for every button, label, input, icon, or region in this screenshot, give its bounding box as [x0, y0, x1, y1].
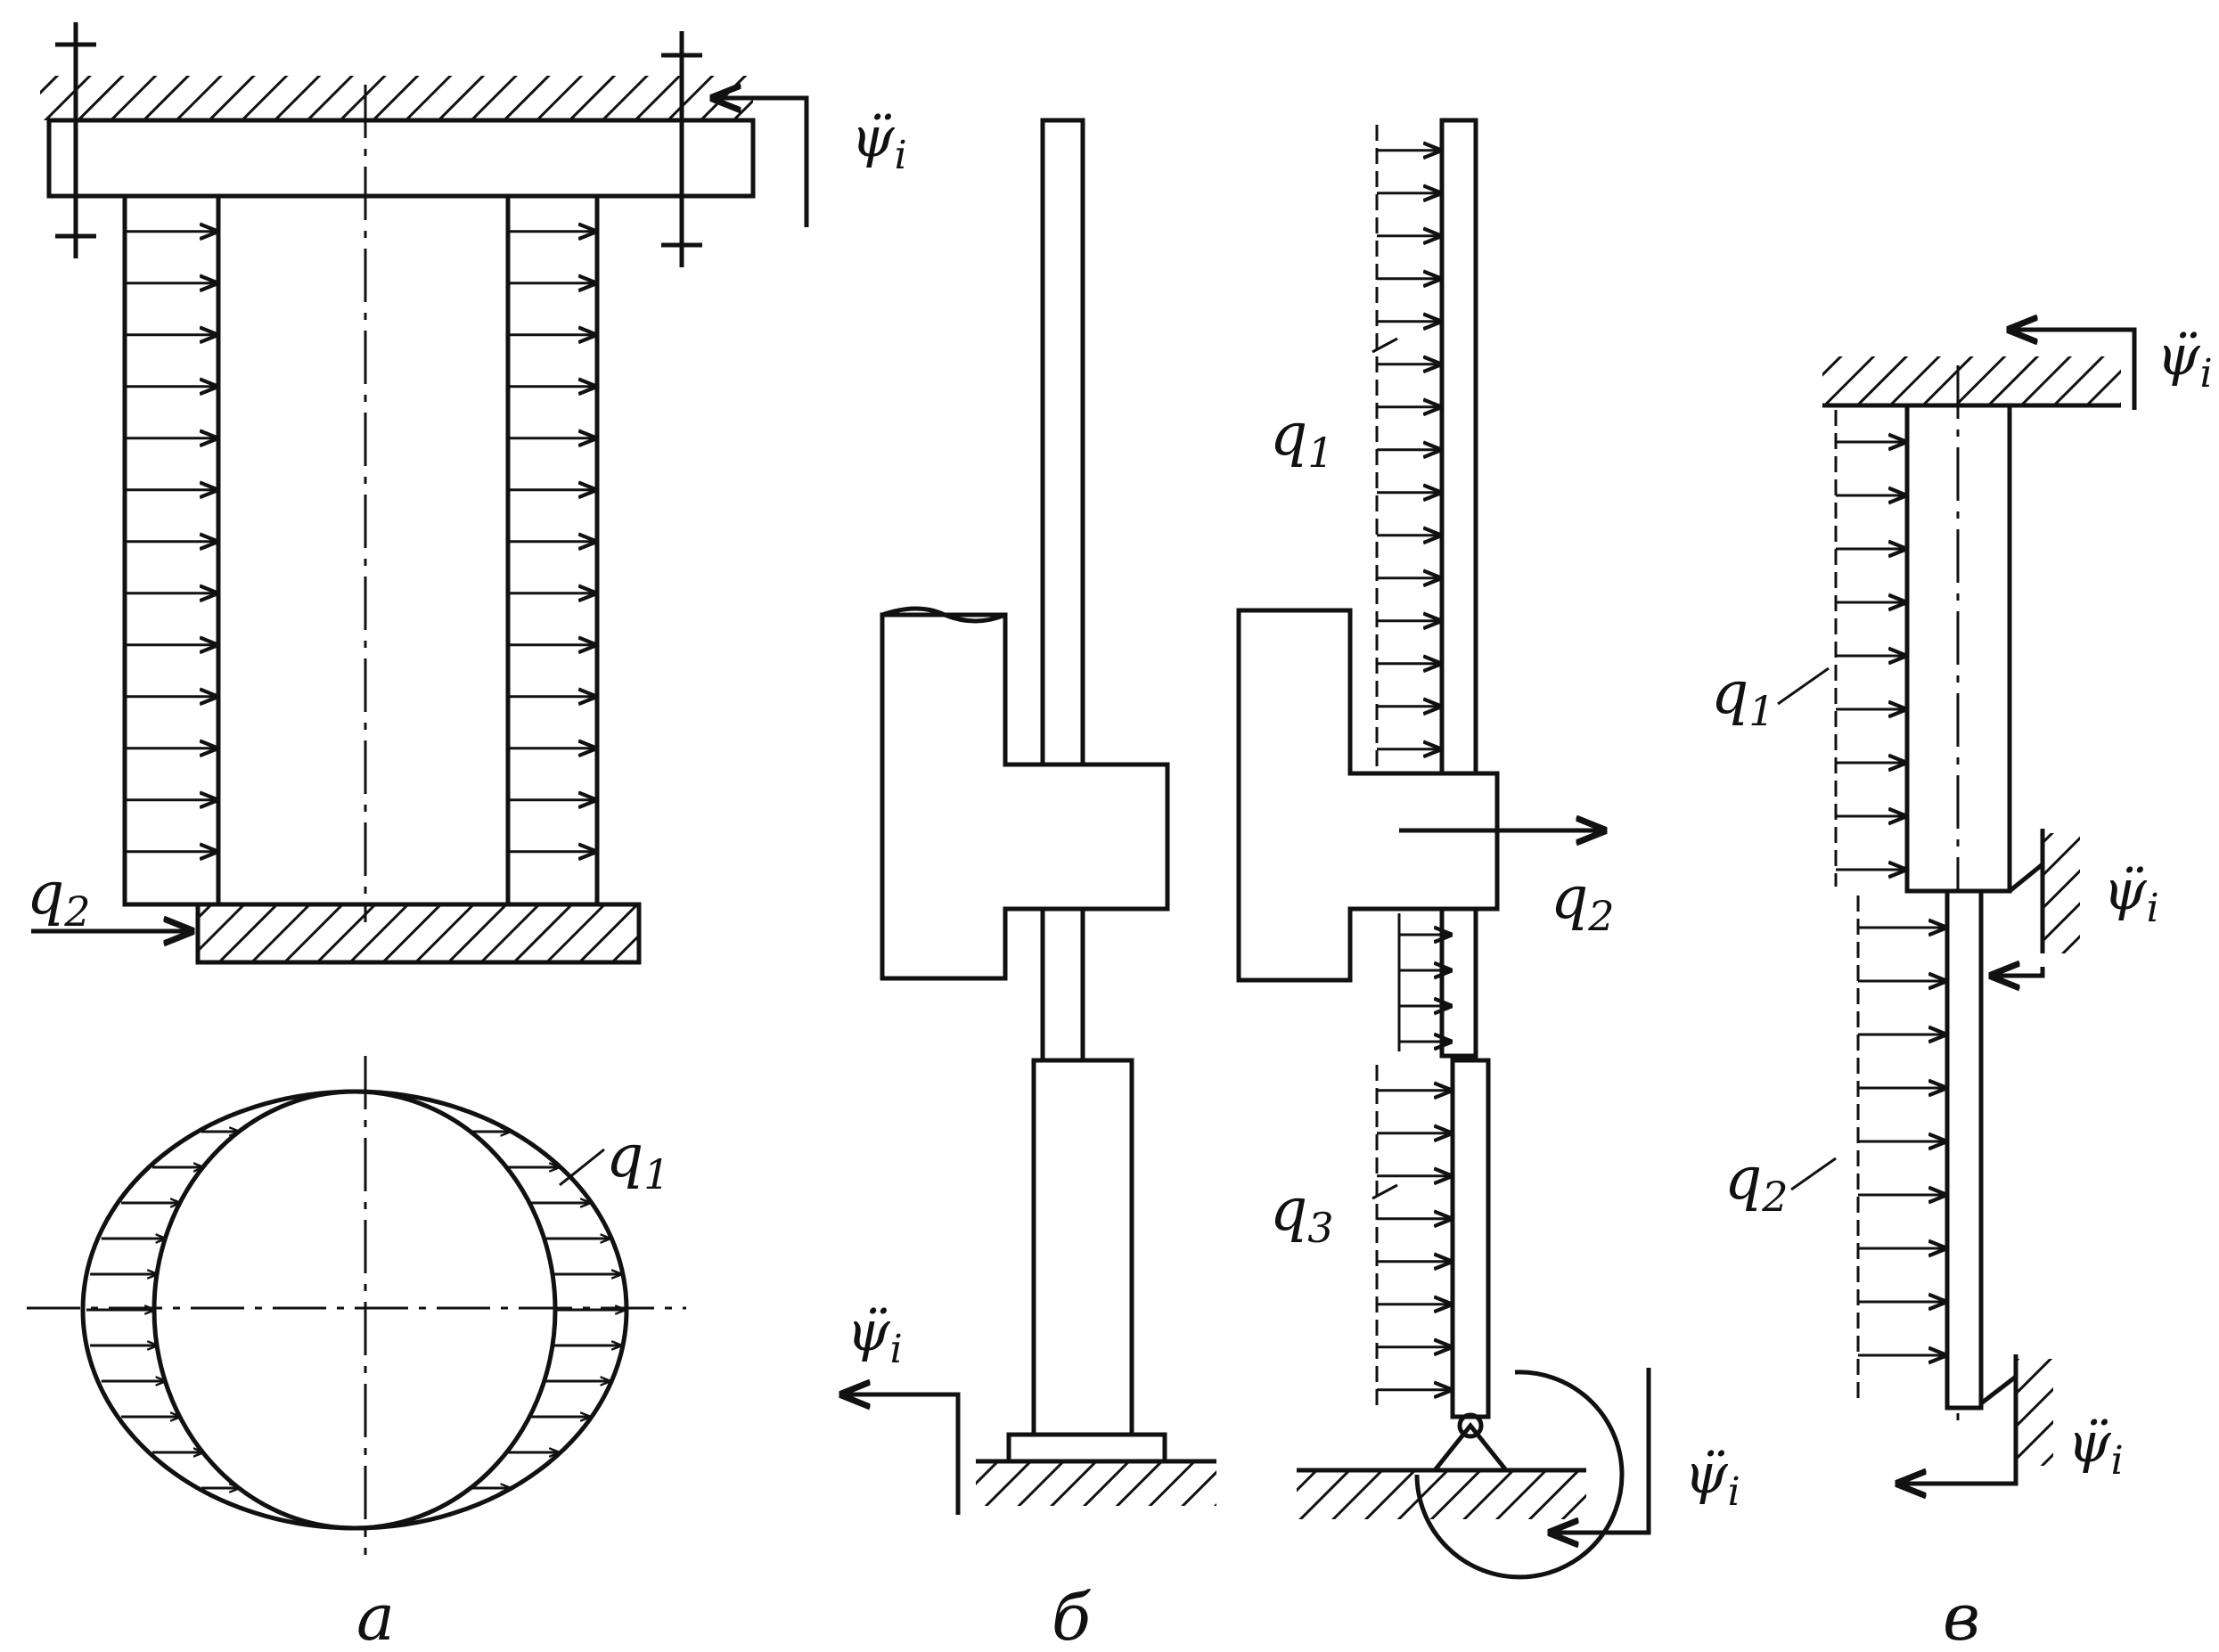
panel-a — [27, 22, 809, 1555]
q2-label-b: q2 — [1551, 863, 1615, 940]
ring-section — [27, 1056, 686, 1555]
bottom-support-v — [2016, 1359, 2053, 1466]
psi-label-v1: ψ̈i — [2157, 323, 2213, 397]
q2-leader-v — [1790, 1157, 1837, 1191]
strut-base — [1006, 1432, 1167, 1464]
labels: ψ̈i q2 q1 q1 q2 q3 ψ̈i ψ̈i ψ̈i q1 ψ̈i q2… — [27, 104, 2213, 1652]
ground-b — [976, 1461, 1216, 1506]
lower-rod-v — [1945, 888, 1984, 1411]
q1-leader-v — [1777, 667, 1830, 706]
distributed-load-q2-b — [1397, 913, 1451, 1051]
lever-break — [881, 606, 1006, 624]
q3-leader-b — [1372, 1183, 1398, 1200]
pivot — [1457, 1412, 1484, 1439]
top-flange — [46, 118, 756, 199]
distributed-load-q1-b — [1375, 125, 1440, 766]
cylinder-wall-right — [505, 193, 600, 907]
psi-arrow-v3 — [1898, 1466, 2018, 1484]
caption-b: б — [1052, 1580, 1092, 1652]
pivot-bracket — [1429, 1421, 1511, 1473]
rod-lower — [1040, 906, 1085, 1063]
bolt-right — [661, 31, 702, 267]
psi-label-a: ψ̈i — [851, 104, 907, 178]
strut-tube — [1031, 1058, 1134, 1437]
q1-leader-a — [559, 1148, 605, 1187]
q1-label-a: q1 — [606, 1122, 670, 1198]
top-support-v — [1822, 356, 2121, 405]
q3-label-b: q3 — [1270, 1175, 1334, 1252]
psi-label-v3: ψ̈i — [2068, 1410, 2124, 1484]
top-support-hatch — [40, 76, 753, 120]
psi-arrow-a — [713, 98, 809, 227]
rod-upper — [1040, 118, 1085, 769]
psi-arrow-b1 — [842, 1394, 961, 1515]
q1-leader-b — [1372, 337, 1398, 354]
distributed-load-q1-a — [123, 200, 595, 900]
panel-v — [1777, 330, 2137, 1484]
psi-arrow-v2 — [1992, 967, 2045, 976]
fork-block — [1236, 608, 1500, 983]
psi-arrow-b2 — [1551, 1368, 1651, 1533]
bottom-plate — [195, 902, 642, 965]
caption-a: а — [356, 1580, 395, 1652]
psi-label-b1: ψ̈i — [847, 1298, 903, 1372]
wheel — [1414, 1370, 1625, 1580]
distributed-load-q2-v — [1856, 896, 1945, 1403]
q2-label-v: q2 — [1724, 1144, 1789, 1221]
q2-label-a: q2 — [27, 859, 91, 936]
psi-label-v2: ψ̈i — [2103, 857, 2159, 931]
psi-arrow-v1 — [2010, 330, 2137, 410]
ground-b2 — [1297, 1470, 1586, 1519]
q1-label-v: q1 — [1711, 658, 1775, 735]
q1-label-b: q1 — [1270, 400, 1334, 477]
mid-support-v — [2043, 833, 2080, 953]
distributed-load-q1-v — [1834, 410, 1905, 887]
cylinder-wall-left — [122, 193, 221, 907]
strut-rod-b — [1450, 1058, 1491, 1419]
psi-label-b2: ψ̈i — [1684, 1441, 1740, 1515]
distributed-load-q3-b — [1375, 1065, 1451, 1408]
wheel-lever — [880, 612, 1170, 981]
caption-v: в — [1943, 1580, 1980, 1652]
bolt-left — [55, 22, 96, 258]
panel-b — [842, 118, 1651, 1580]
rod-right — [1439, 118, 1478, 1059]
